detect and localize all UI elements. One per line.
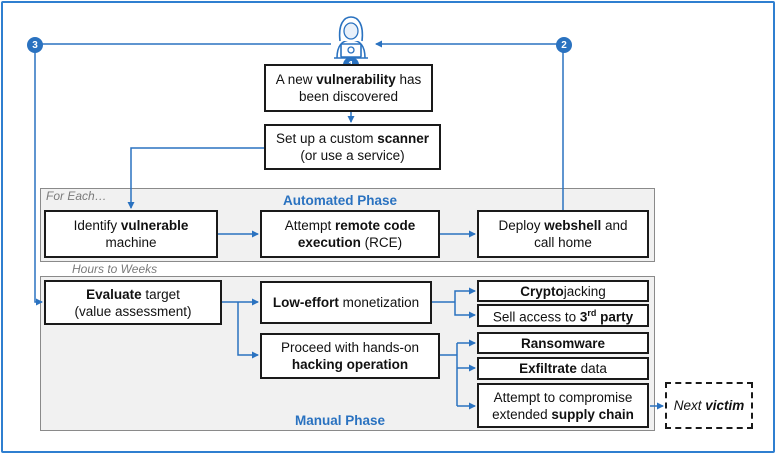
deploy-webshell-box: Deploy webshell and call home [477, 210, 649, 258]
hacker-icon [328, 14, 374, 60]
ransomware-box: Ransomware [477, 332, 649, 354]
supply-chain-box: Attempt to compromise extended supply ch… [477, 383, 649, 428]
arrow-hacker-to-evaluate [34, 43, 331, 306]
diagram-frame [1, 1, 775, 453]
arrow-scanner-to-identify [127, 147, 265, 209]
for-each-label: For Each… [46, 189, 107, 203]
sell-access-box: Sell access to 3rd party [477, 304, 649, 327]
cryptojacking-box: Cryptojacking [477, 280, 649, 302]
arrow-to-cryptojacking [454, 287, 476, 302]
next-victim-box: Next victim [665, 382, 753, 429]
remote-code-execution-box: Attempt remote code execution (RCE) [260, 210, 440, 258]
vulnerability-discovered-box: A new vulnerability has been discovered [264, 64, 433, 112]
step-badge-3: 3 [27, 37, 43, 53]
arrow-to-sell-access [454, 302, 476, 319]
identify-vulnerable-machine-box: Identify vulnerable machine [44, 210, 218, 258]
exfiltrate-data-box: Exfiltrate data [477, 357, 649, 380]
arrow-evaluate-to-handson [237, 302, 259, 359]
manual-phase-title: Manual Phase [294, 413, 386, 428]
hacking-operation-box: Proceed with hands-on hacking operation [260, 333, 440, 379]
evaluate-target-box: Evaluate target (value assessment) [44, 280, 222, 325]
step-badge-2: 2 [556, 37, 572, 53]
automated-phase-title: Automated Phase [282, 193, 398, 208]
custom-scanner-box: Set up a custom scanner (or use a servic… [264, 124, 441, 170]
hours-to-weeks-label: Hours to Weeks [72, 262, 158, 276]
low-effort-monetization-box: Low-effort monetization [260, 281, 432, 324]
